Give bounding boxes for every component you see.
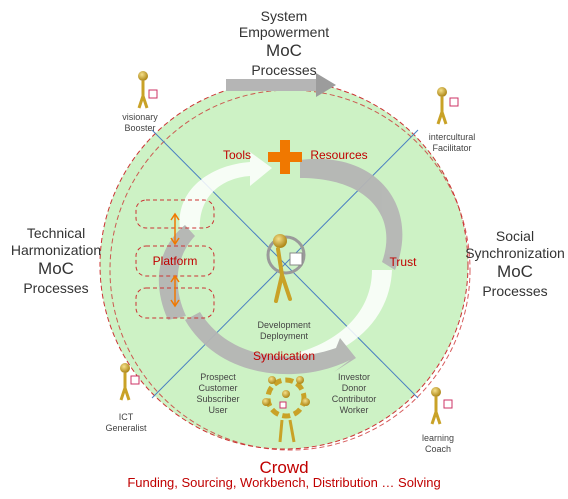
role-ict-line1: ICT: [118, 412, 134, 422]
top-label-moc: MoC: [266, 41, 302, 60]
right-group-item: Worker: [339, 405, 369, 415]
right-group-item: Contributor: [331, 394, 377, 404]
gold-figure-icon: [266, 234, 306, 303]
left-label-line1: Technical: [26, 225, 86, 241]
left-group-item: Customer: [198, 383, 238, 393]
cycle-arrow-icon: [158, 152, 403, 375]
right-label-line1: Social: [495, 228, 535, 244]
role-learning-line1: learning: [421, 433, 455, 443]
left-label-processes: Processes: [23, 280, 89, 296]
plus-icon: [268, 140, 302, 174]
role-visionary-line2: Booster: [124, 123, 156, 133]
crowd-subtitle: Funding, Sourcing, Workbench, Distributi…: [127, 475, 441, 490]
arrow-right-icon: [226, 73, 336, 97]
right-group-item: Investor: [337, 372, 370, 382]
left-group-item: Prospect: [200, 372, 236, 382]
left-label-line2: Harmonization: [10, 242, 102, 258]
syndication-label: Syndication: [252, 349, 316, 363]
tools-label: Tools: [222, 148, 251, 162]
right-label-line2: Synchronization: [465, 245, 565, 261]
gold-figure-intercultural: [436, 87, 459, 125]
gold-cluster-icon: [262, 376, 310, 443]
role-learning-line2: Coach: [424, 444, 451, 454]
dashed-ring-inner: [109, 89, 471, 451]
development-label: Development: [257, 320, 311, 330]
gold-figure-learning: [430, 387, 453, 425]
left-label-moc: MoC: [38, 259, 74, 278]
top-label-processes: Processes: [251, 62, 317, 78]
platform-label: Platform: [152, 254, 198, 268]
trust-label: Trust: [389, 255, 417, 269]
crowd-label: Crowd: [259, 458, 309, 477]
role-intercultural-line1: intercultural: [428, 132, 476, 142]
left-group-item: User: [208, 405, 228, 415]
deployment-label: Deployment: [259, 331, 309, 341]
top-label-line2: Empowerment: [238, 24, 330, 40]
resources-label: Resources: [310, 148, 368, 162]
diagonal-line-2: [151, 129, 419, 399]
right-label-processes: Processes: [482, 283, 548, 299]
right-group-item: Donor: [341, 383, 367, 393]
top-label-line1: System: [260, 8, 308, 24]
gold-figure-ict: [119, 363, 140, 401]
right-label-moc: MoC: [497, 262, 533, 281]
role-ict-line2: Generalist: [105, 423, 147, 433]
role-visionary-line1: visionary: [122, 112, 158, 122]
gold-figure-visionary: [137, 71, 158, 109]
platform-arrows: [170, 212, 180, 308]
left-group-item: Subscriber: [196, 394, 240, 404]
role-intercultural-line2: Facilitator: [432, 143, 472, 153]
